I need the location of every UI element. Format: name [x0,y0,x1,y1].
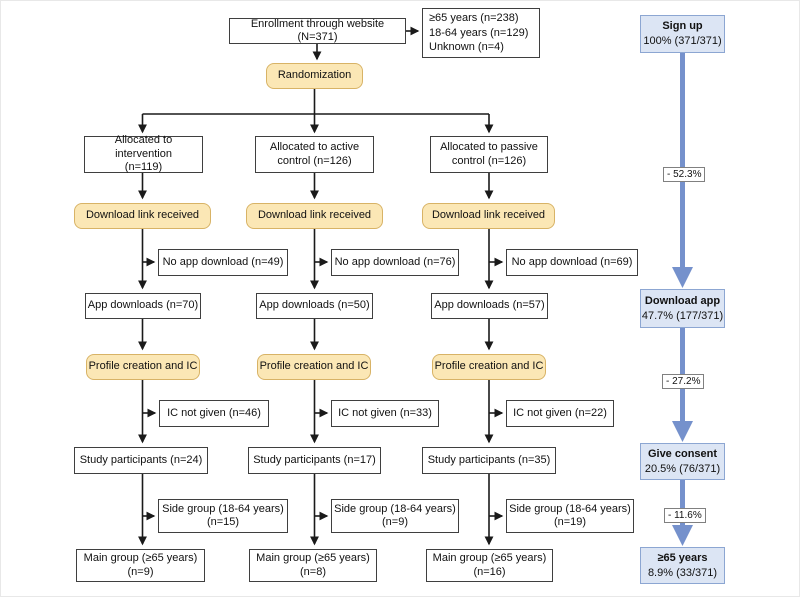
main-group-box-2: Main group (≥65 years) (n=8) [249,549,377,582]
age-breakdown-box: ≥65 years (n=238) 18-64 years (n=129) Un… [422,8,540,58]
funnel-over65-box: ≥65 years 8.9% (33/371) [640,547,725,584]
app-downloads-box-3: App downloads (n=57) [431,293,548,319]
study-participants-box-1: Study participants (n=24) [74,447,208,474]
study-participants-box-3: Study participants (n=35) [422,447,556,474]
ic-not-given-box-1: IC not given (n=46) [159,400,269,427]
funnel-signup-value: 100% (371/371) [643,35,722,47]
study-participants-box-2: Study participants (n=17) [248,447,381,474]
funnel-signup-title: Sign up [662,20,703,33]
flow-connectors [138,26,504,546]
age-line-unknown: Unknown (n=4) [429,41,504,54]
no-app-download-box-3: No app download (n=69) [506,249,638,276]
age-line-18-64: 18-64 years (n=129) [429,26,529,39]
enrollment-box: Enrollment through website (N=371) [229,18,406,44]
app-downloads-box-2: App downloads (n=50) [256,293,373,319]
main-group-box-3: Main group (≥65 years) (n=16) [426,549,553,582]
allocated-intervention-box: Allocated to intervention (n=119) [84,134,203,173]
funnel-download-title: Download app [644,294,721,307]
funnel-download-box: Download app 47.7% (177/371) [640,289,725,328]
profile-creation-box-2: Profile creation and IC [257,354,371,380]
no-app-download-box-1: No app download (n=49) [158,249,288,276]
no-app-download-box-2: No app download (n=76) [331,249,459,276]
download-link-box-1: Download link received [74,203,211,229]
down-arrow-icon [672,525,693,546]
funnel-consent-value: 20.5% (76/371) [644,462,721,475]
funnel-over65-title: ≥65 years [657,551,708,564]
allocated-active-control-box: Allocated to active control (n=126) [255,136,374,173]
download-link-box-2: Download link received [246,203,383,229]
side-group-box-2: Side group (18-64 years) (n=9) [331,499,459,533]
profile-creation-box-1: Profile creation and IC [86,354,200,380]
age-line-over65: ≥65 years (n=238) [429,11,519,24]
funnel-download-value: 47.7% (177/371) [641,309,724,322]
ic-not-given-box-2: IC not given (n=33) [331,400,439,427]
download-link-box-3: Download link received [422,203,555,229]
allocated-passive-control-box: Allocated to passive control (n=126) [430,136,548,173]
funnel-over65-value: 8.9% (33/371) [647,566,718,579]
down-arrow-icon [672,421,693,442]
down-arrow-icon [672,267,693,288]
funnel-consent-box: Give consent 20.5% (76/371) [640,443,725,480]
side-group-box-3: Side group (18-64 years) (n=19) [506,499,634,533]
profile-creation-box-3: Profile creation and IC [432,354,546,380]
randomization-box: Randomization [266,63,363,89]
funnel-consent-title: Give consent [647,447,718,460]
side-group-box-1: Side group (18-64 years) (n=15) [158,499,288,533]
main-group-box-1: Main group (≥65 years) (n=9) [76,549,205,582]
ic-not-given-box-3: IC not given (n=22) [506,400,614,427]
funnel-signup-box: Sign up 100% (371/371) [640,15,725,53]
funnel-drop-1: - 52.3% [663,167,706,182]
app-downloads-box-1: App downloads (n=70) [85,293,201,319]
funnel-drop-3: - 11.6% [664,508,706,523]
funnel-drop-2: - 27.2% [662,374,705,389]
